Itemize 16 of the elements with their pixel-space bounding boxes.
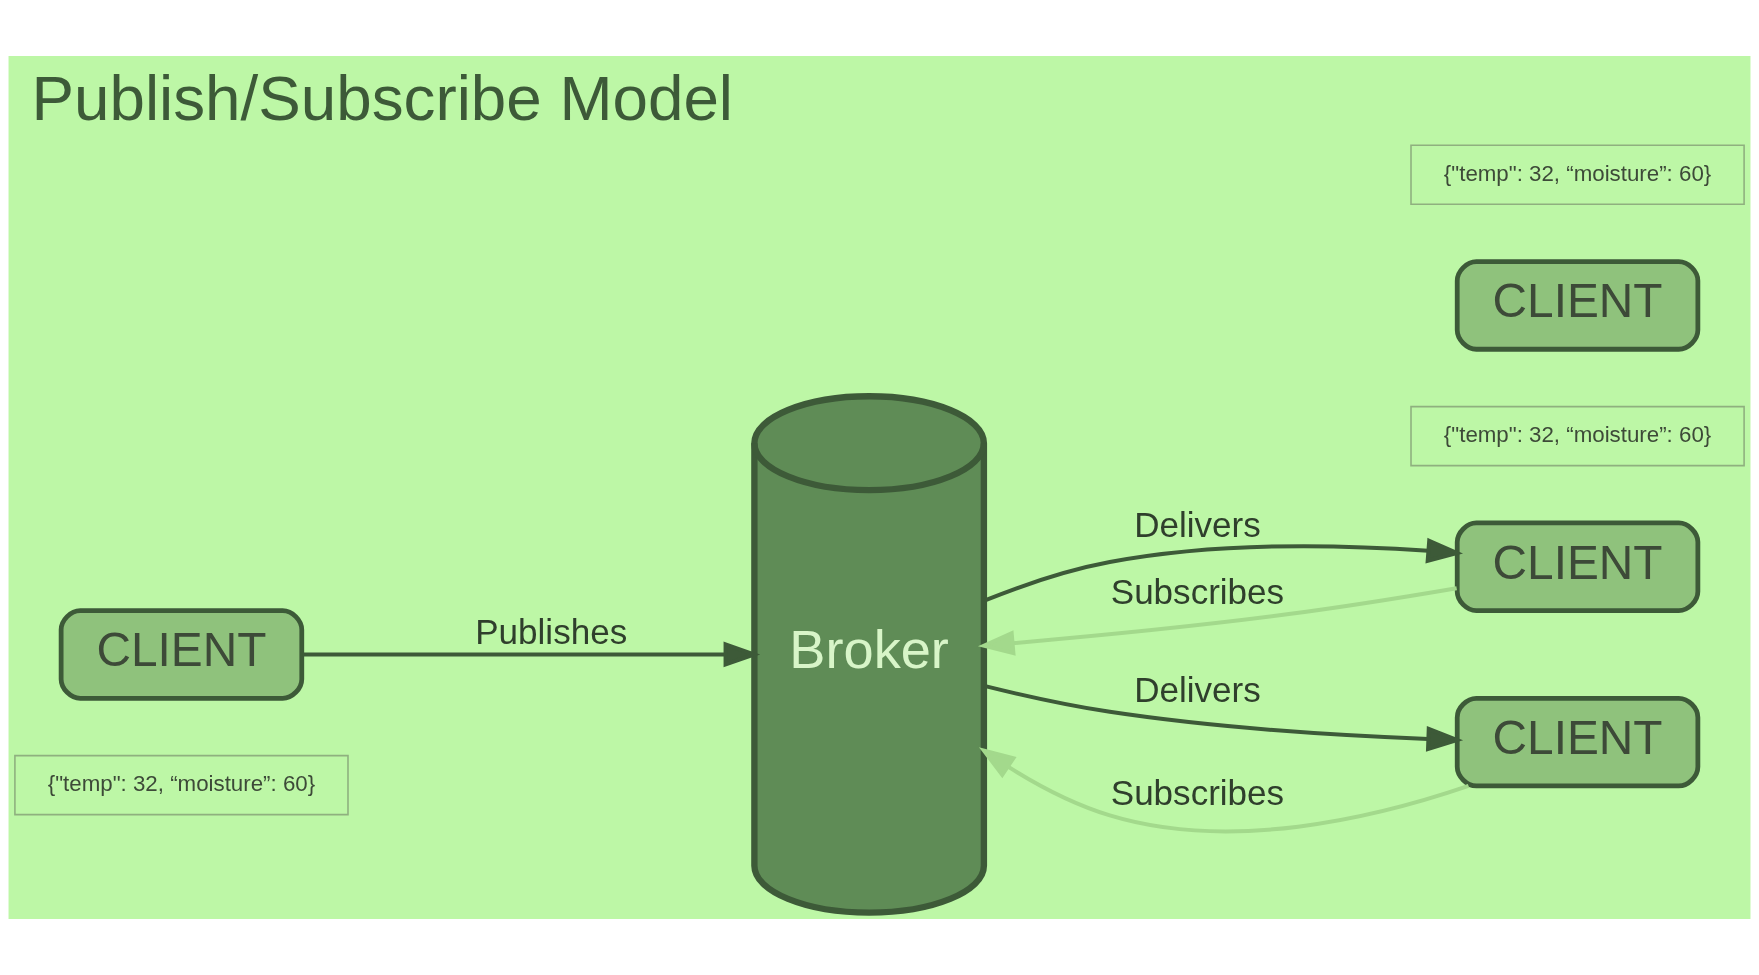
arrow (978, 747, 1470, 834)
node-box: {"temp": 32, “moisture”: 60} (1410, 144, 1745, 205)
node-box: CLIENT (1454, 695, 1701, 789)
node-box: CLIENT (1454, 520, 1701, 613)
node-box: {"temp": 32, “moisture”: 60} (14, 754, 349, 816)
edge-label: Delivers (1134, 669, 1261, 709)
edge-label: Subscribes (1110, 572, 1285, 612)
node-box: CLIENT (58, 608, 305, 701)
arrow (977, 586, 1457, 656)
node-box: {"temp": 32, “moisture”: 60} (1410, 405, 1745, 467)
edge-label: Publishes (475, 612, 628, 652)
arrow (302, 641, 761, 668)
edge-label: Subscribes (1110, 773, 1285, 813)
diagram-title: Publish/Subscribe Model (31, 61, 733, 134)
edge-label: Delivers (1134, 505, 1261, 545)
node-box: CLIENT (1454, 259, 1701, 352)
